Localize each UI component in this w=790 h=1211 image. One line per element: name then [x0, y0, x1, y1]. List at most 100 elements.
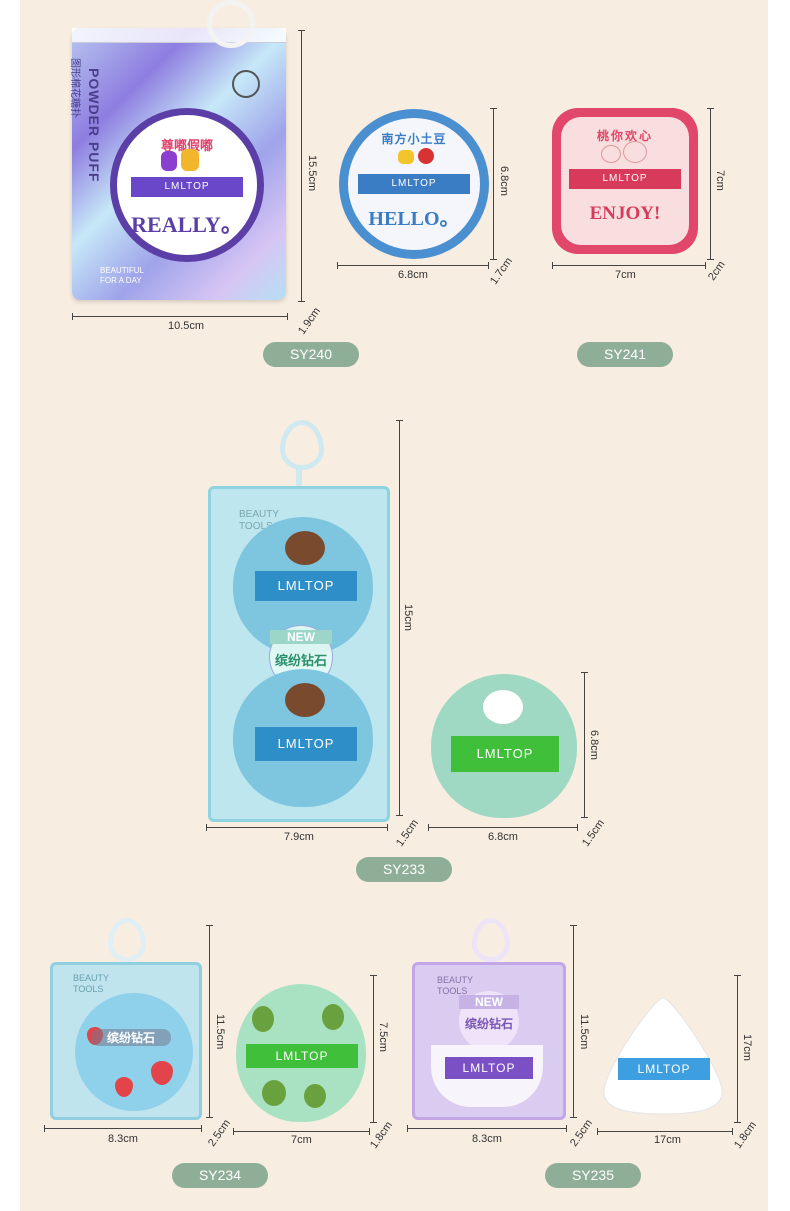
ribbon-label: LMLTOP [131, 177, 243, 197]
hello-puff-face: 南方小土豆 LMLTOP HELLO。 [348, 118, 480, 250]
peach-icon [601, 145, 621, 163]
ribbon-label: LMLTOP [255, 571, 357, 601]
enjoy-width-label: 7cm [615, 269, 636, 281]
hello-width-line [337, 262, 489, 269]
sy235-box-height-label: 11.5cm [578, 1014, 590, 1050]
box-text: BEAUTY TOOLS [239, 509, 279, 532]
sy234-box-height-line [206, 925, 213, 1118]
puff-top: LMLTOP [233, 517, 373, 655]
box-text: BEAUTY TOOLS [73, 973, 109, 994]
enjoy-height-line [707, 108, 714, 260]
sy235-puff-height-label: 17cm [741, 1034, 753, 1061]
peach-icon [623, 141, 647, 163]
puff-title: 桃你欢心 [596, 129, 653, 143]
sy233-puff-width-line [428, 824, 578, 831]
ribbon-label: LMLTOP [445, 1057, 533, 1079]
sy240-height-line [298, 30, 305, 302]
puff-title: 尊嘟假嘟 [160, 138, 213, 153]
box-text: BEAUTY TOOLS [437, 975, 473, 996]
bear-icon [285, 531, 325, 565]
sy234-puff-width-label: 7cm [291, 1134, 312, 1146]
sy234-badge: SY234 [172, 1163, 268, 1188]
enjoy-height-label: 7cm [714, 170, 726, 191]
hello-width-label: 6.8cm [398, 269, 428, 281]
sy233-box-height-line [396, 420, 403, 816]
sy234-box: BEAUTY TOOLS 缤纷钻石 [50, 962, 202, 1120]
sticker-label: 缤纷钻石 [274, 653, 327, 668]
sy235-box: BEAUTY TOOLS NEW 缤纷钻石 LMLTOP [412, 962, 566, 1120]
new-sticker: NEW 缤纷钻石 [459, 991, 519, 1051]
sy235-badge: SY235 [545, 1163, 641, 1188]
strawberry-icon [115, 1077, 133, 1097]
sy235-box-width-line [407, 1125, 567, 1132]
avocado-icon [252, 1006, 274, 1032]
sy233-box-width-label: 7.9cm [284, 831, 314, 843]
avocado-puff: LMLTOP [236, 984, 366, 1122]
bear-icon [285, 683, 325, 717]
sy235-puff-width-label: 17cm [654, 1134, 681, 1146]
sy234-puff-height-line [370, 975, 377, 1123]
package-cn-text: 图形棉花糖扑 [69, 58, 80, 118]
sy235-puff-height-line [734, 975, 741, 1123]
sy233-box-width-line [206, 824, 388, 831]
ribbon-label: LMLTOP [358, 174, 470, 194]
puff-word: ENJOY! [589, 203, 661, 224]
puff-word: HELLO。 [368, 208, 460, 230]
avocado-icon [322, 1004, 344, 1030]
puff-title: 南方小土豆 [381, 132, 447, 146]
sy240-width-line [72, 313, 288, 320]
mascot-icon [418, 148, 434, 164]
sy235-puff-width-line [597, 1128, 733, 1135]
sy240-puff: 尊嘟假嘟 LMLTOP REALLY。 [110, 108, 264, 262]
mascot-icon [161, 151, 177, 171]
sy233-puff-width-label: 6.8cm [488, 831, 518, 843]
tagline: BEAUTIFUL FOR A DAY [100, 266, 144, 285]
sy241-badge: SY241 [577, 342, 673, 367]
sy233-puff-height-label: 6.8cm [588, 730, 600, 760]
mascot-icon [181, 149, 199, 171]
hanger-stem [296, 466, 302, 492]
sy240-height-label: 15.5cm [306, 155, 318, 192]
puff-bottom: LMLTOP [233, 669, 373, 807]
hanger-icon [108, 918, 146, 962]
new-label: NEW [270, 630, 332, 644]
new-label: NEW [459, 995, 519, 1009]
sy235-box-height-line [570, 925, 577, 1118]
puff-word: REALLY。 [131, 212, 243, 237]
hanger-icon [280, 420, 324, 470]
ribbon-label: LMLTOP [246, 1044, 358, 1068]
avocado-icon [304, 1084, 326, 1108]
sticker-label: 缤纷钻石 [464, 1017, 513, 1031]
enjoy-width-line [552, 262, 706, 269]
hanger-icon [472, 918, 510, 962]
hello-height-line [490, 108, 497, 260]
sy233-box-height-label: 15cm [402, 604, 414, 631]
ribbon-label: LMLTOP [255, 727, 357, 761]
enjoy-puff-face: 桃你欢心 LMLTOP ENJOY! [561, 117, 689, 245]
mascot-icon [398, 150, 414, 164]
sy234-box-width-line [44, 1125, 202, 1132]
hello-puff: 南方小土豆 LMLTOP HELLO。 [339, 109, 489, 259]
circle-icon [232, 70, 260, 98]
ribbon-label: LMLTOP [451, 736, 559, 772]
sy240-width-label: 10.5cm [168, 320, 205, 332]
bag-hanger [207, 0, 255, 48]
sy233-puff-height-line [581, 672, 588, 818]
strawberry-icon [151, 1061, 173, 1085]
sy234-box-height-label: 11.5cm [214, 1014, 226, 1050]
sy233-box: BEAUTY TOOLS LMLTOP NEW 缤纷钻石 LMLTOP [208, 486, 390, 822]
sy234-box-width-label: 8.3cm [108, 1133, 138, 1145]
sy234-puff-height-label: 7.5cm [377, 1022, 389, 1052]
ribbon-label: LMLTOP [569, 169, 681, 189]
sy233-badge: SY233 [356, 857, 452, 882]
enjoy-puff: 桃你欢心 LMLTOP ENJOY! [552, 108, 698, 254]
avocado-icon [262, 1080, 286, 1106]
sy234-puff-width-line [233, 1128, 370, 1135]
sy235-box-width-label: 8.3cm [472, 1133, 502, 1145]
sy240-badge: SY240 [263, 342, 359, 367]
ribbon-label: LMLTOP [618, 1058, 710, 1080]
triangle-puff: LMLTOP [600, 994, 726, 1118]
bunny-icon [483, 690, 523, 724]
package-vertical-text: POWDER PUFF [86, 68, 102, 183]
strawberry-puff: 缤纷钻石 [75, 993, 193, 1111]
